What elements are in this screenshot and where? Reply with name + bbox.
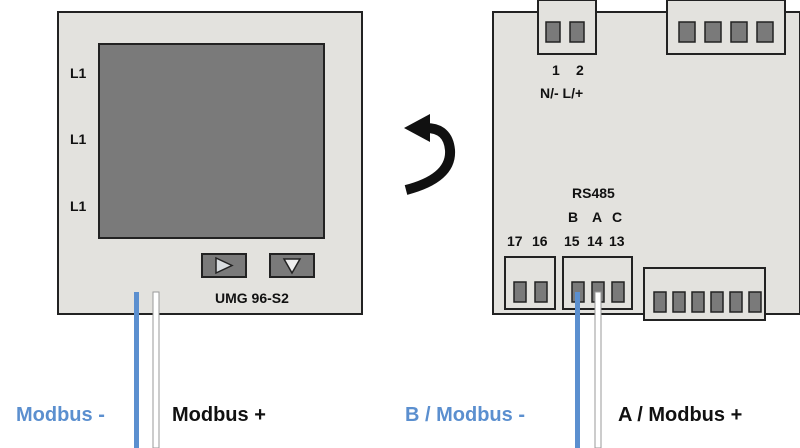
play-button[interactable]: [201, 253, 247, 278]
back-wire-plus: [594, 291, 602, 448]
top-right-connector: [666, 0, 786, 55]
bus-letter-c: C: [612, 209, 622, 225]
back-plus-label: A / Modbus +: [618, 404, 742, 426]
terminal-14: 14: [587, 233, 603, 249]
front-display: [98, 43, 325, 239]
play-triangle-icon: [215, 256, 234, 275]
front-minus-label: Modbus -: [16, 404, 105, 426]
power-connector: [537, 0, 597, 55]
front-view: L1 L1 L1 UMG 96-S2: [57, 11, 363, 315]
phase-label-1: L1: [70, 65, 87, 81]
connector-17-16: [504, 256, 556, 310]
front-plus-label: Modbus +: [172, 404, 266, 426]
power-terminal-1: 1: [552, 62, 560, 78]
front-wire-plus: [152, 291, 160, 448]
rotate-arrow-icon: [404, 114, 456, 195]
model-label: UMG 96-S2: [215, 290, 289, 306]
terminal-15: 15: [564, 233, 580, 249]
bus-letter-b: B: [568, 209, 578, 225]
front-wire-minus: [134, 292, 139, 448]
down-button[interactable]: [269, 253, 315, 278]
power-polarity-label: N/- L/+: [540, 85, 583, 101]
back-minus-label: B / Modbus -: [405, 404, 525, 426]
terminal-17: 17: [507, 233, 523, 249]
terminal-13: 13: [609, 233, 625, 249]
bus-letter-a: A: [592, 209, 602, 225]
rs485-label: RS485: [572, 185, 615, 201]
terminal-16: 16: [532, 233, 548, 249]
back-view: 1 2 N/- L/+ RS485 B A C 17 16 15 14 13: [492, 0, 800, 321]
down-triangle-icon: [282, 258, 302, 275]
power-terminal-2: 2: [576, 62, 584, 78]
connector-right: [643, 267, 766, 321]
back-wire-minus: [575, 292, 580, 448]
phase-label-2: L1: [70, 131, 87, 147]
phase-label-3: L1: [70, 198, 87, 214]
